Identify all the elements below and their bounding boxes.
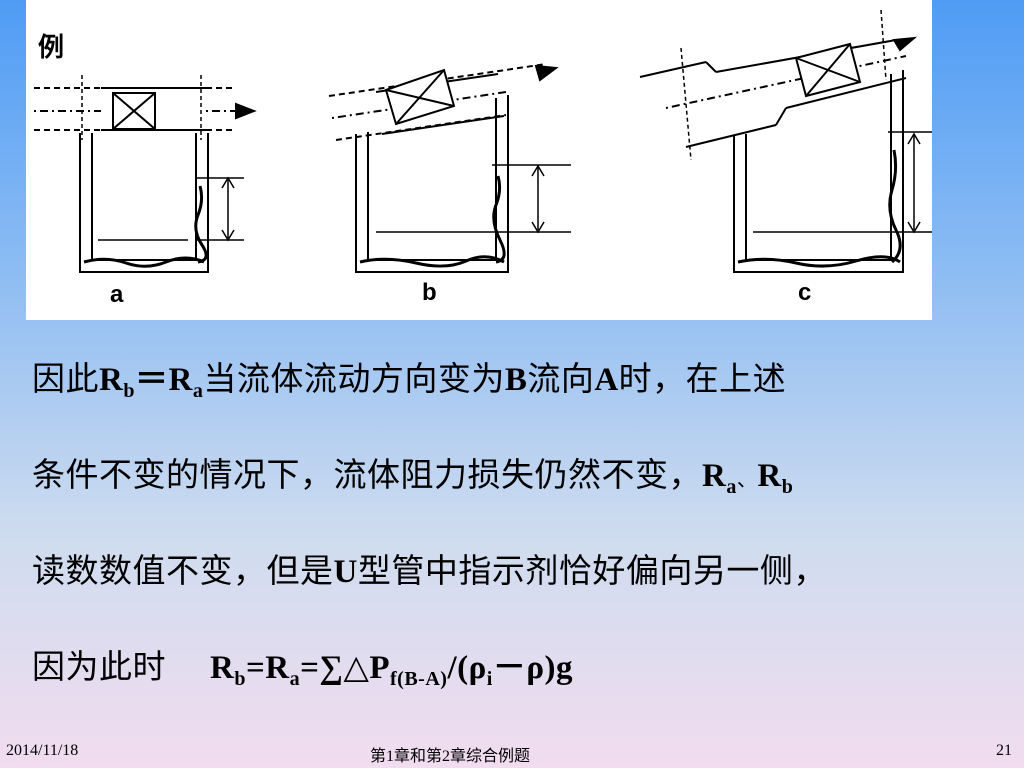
panel-label-c: c: [798, 279, 811, 306]
equals-sign: =: [245, 650, 266, 686]
page-number: 21: [996, 742, 1012, 759]
text-run: 时，在上述: [618, 362, 787, 398]
equals-sign: ＝: [134, 362, 169, 398]
sum-delta-p: =∑△P: [300, 650, 390, 686]
symbol-r: R: [757, 458, 782, 494]
paragraph-line-3: 读数数值不变，但是U型管中指示剂恰好偏向另一侧，: [32, 544, 827, 592]
text-run: 条件不变的情况下，流体阻力损失仍然不变，: [32, 458, 702, 494]
symbol-r: R: [99, 362, 124, 398]
separator: 、: [736, 469, 758, 491]
symbol-r: R: [265, 650, 290, 686]
panel-label-b: b: [422, 279, 437, 306]
subscript: b: [781, 476, 794, 498]
footer-date: 2014/11/18: [6, 742, 79, 759]
symbol-a: A: [594, 362, 619, 398]
panel-label-a: a: [110, 281, 124, 308]
paragraph-line-1: 因此Rb＝Ra当流体流动方向变为B流向A时，在上述: [32, 352, 786, 403]
subscript: a: [192, 380, 204, 402]
rho-tail: －ρ)g: [492, 650, 573, 686]
footer-title: 第1章和第2章综合例题: [370, 748, 531, 765]
flow-u-tube-diagram: 例: [34, 9, 932, 308]
text-run: 因为此时: [32, 650, 166, 686]
subscript: b: [123, 380, 135, 402]
text-run: 型管中指示剂恰好偏向另一侧，: [357, 554, 827, 590]
panel-c: [639, 9, 932, 273]
symbol-u: U: [333, 554, 358, 590]
figure-title: 例: [38, 32, 64, 62]
subscript: b: [234, 668, 246, 690]
subscript: f(B-A): [390, 668, 448, 690]
paragraph-line-2: 条件不变的情况下，流体阻力损失仍然不变，Ra、Rb: [32, 448, 793, 499]
symbol-b: B: [504, 362, 528, 398]
subscript: a: [289, 668, 301, 690]
panel-b: [328, 63, 571, 273]
subscript: i: [486, 668, 493, 690]
figure-panel: 例: [26, 0, 932, 320]
symbol-r: R: [210, 650, 235, 686]
symbol-r: R: [168, 362, 193, 398]
subscript: a: [726, 476, 737, 498]
text-run: 读数数值不变，但是: [32, 554, 334, 590]
text-run: 流向: [527, 362, 595, 398]
rho-term: /(ρ: [447, 650, 487, 686]
symbol-r: R: [702, 458, 727, 494]
panel-a: [34, 75, 257, 273]
text-run: 因此: [32, 362, 99, 398]
text-run: 当流体流动方向变为: [203, 362, 505, 398]
